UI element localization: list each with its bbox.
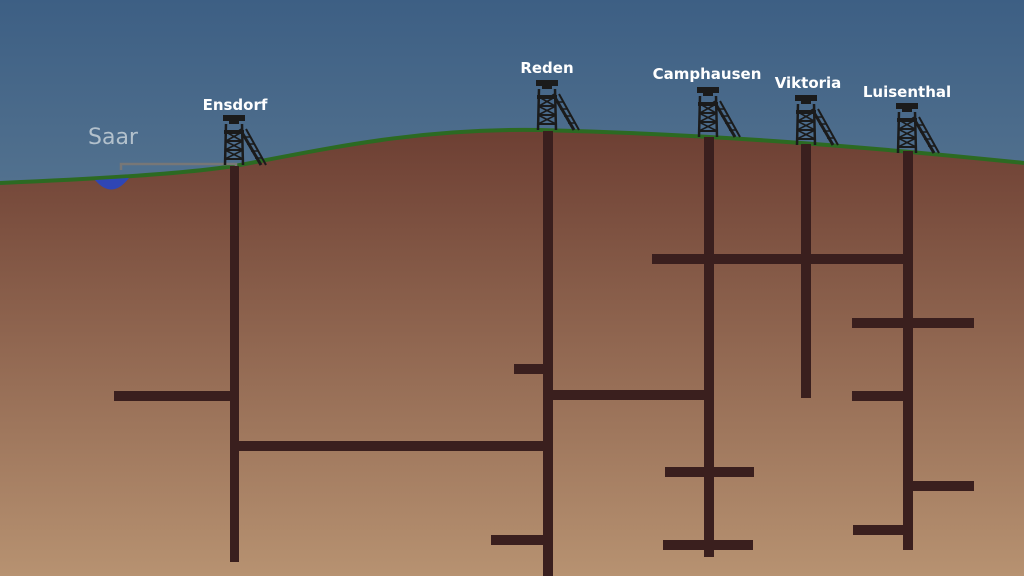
gallery (236, 441, 550, 451)
gallery (114, 391, 236, 401)
grass-line (0, 127, 1024, 185)
shaft-camphausen (704, 137, 714, 557)
gallery (912, 481, 974, 491)
gallery (852, 318, 974, 328)
mine-tunnels (114, 131, 974, 576)
gallery (853, 525, 907, 535)
shaft-ensdorf (230, 166, 239, 562)
gallery (665, 467, 754, 477)
shaft-viktoria (801, 144, 811, 398)
mine-label-reden: Reden (520, 59, 573, 77)
river-saar (95, 178, 129, 190)
river-label: Saar (88, 125, 139, 150)
mine-label-ensdorf: Ensdorf (203, 96, 268, 114)
gallery (663, 540, 753, 550)
gallery (652, 254, 910, 264)
gallery (852, 391, 906, 401)
shaft-reden (543, 131, 553, 576)
gallery (514, 364, 546, 374)
shaft-luisenthal (903, 151, 913, 550)
gallery (491, 535, 546, 545)
mine-label-viktoria: Viktoria (775, 74, 842, 92)
mine-label-luisenthal: Luisenthal (863, 83, 951, 101)
mine-label-camphausen: Camphausen (653, 65, 762, 83)
gallery (552, 390, 710, 400)
ground (0, 129, 1024, 576)
